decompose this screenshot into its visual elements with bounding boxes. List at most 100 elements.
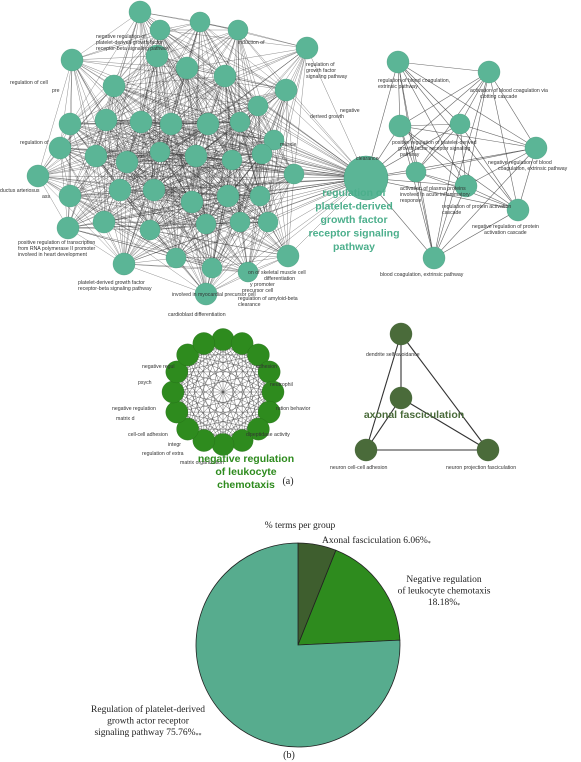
teal-edge	[59, 123, 209, 149]
teal-edge	[103, 221, 213, 269]
teal-edge	[205, 173, 295, 295]
teal-edge	[140, 121, 229, 197]
teal-node-label: involved in heart development	[18, 252, 87, 258]
green-edge	[203, 343, 259, 430]
teal-edge	[239, 153, 263, 223]
teal-edge	[156, 29, 239, 57]
teal-edge	[69, 195, 207, 225]
teal-edge	[123, 195, 229, 265]
teal-node	[48, 136, 72, 160]
panel-b-label: (b)	[283, 750, 295, 761]
teal-node-label: positive regulation of platelet-derived	[392, 140, 477, 146]
pie-label-line: of leukocyte chemotaxis	[398, 586, 491, 597]
coagulation-hub-edge	[365, 177, 519, 211]
teal-hub-label-line: growth factor	[320, 214, 387, 226]
green-node	[176, 343, 199, 367]
teal-edge	[139, 11, 239, 31]
teal-node	[58, 112, 82, 136]
teal-edge	[105, 75, 226, 121]
teal-edge	[170, 29, 239, 125]
teal-edge	[69, 11, 141, 125]
teal-edge	[153, 153, 263, 191]
green-edge	[203, 339, 224, 441]
teal-node	[56, 216, 80, 240]
green-cluster-nodes	[161, 328, 285, 456]
teal-node	[449, 113, 471, 135]
green-node-label: matrix organization	[180, 460, 224, 466]
teal-node-label: induction of	[238, 40, 265, 46]
green-node	[192, 429, 216, 452]
teal-node	[60, 48, 84, 72]
teal-edge	[205, 221, 241, 295]
teal-edge	[37, 175, 125, 265]
green-edge	[187, 354, 270, 413]
green-node-label: ration behavior	[276, 406, 311, 412]
pie-label-line: Negative regulation	[406, 575, 481, 585]
pie-slices	[195, 542, 401, 748]
teal-edge	[37, 175, 151, 231]
coagulation-edge	[488, 71, 519, 211]
green-edge	[203, 343, 274, 393]
teal-hub-edge	[239, 121, 367, 179]
teal-node	[227, 19, 249, 41]
teal-edge	[199, 21, 209, 125]
teal-edge	[119, 159, 233, 191]
teal-edge	[71, 59, 105, 223]
teal-node	[92, 210, 116, 234]
teal-edge	[175, 221, 269, 259]
teal-edge	[237, 29, 275, 141]
green-edge	[187, 343, 205, 430]
teal-edge	[293, 47, 308, 175]
pie-label-significance: *	[457, 603, 460, 609]
teal-edge	[237, 29, 308, 49]
teal-node-label: ductus arteriosus	[0, 188, 40, 194]
teal-edge	[103, 221, 177, 259]
teal-node-label: regulation of	[306, 62, 335, 68]
teal-node-label: negative	[340, 108, 360, 114]
teal-node	[386, 50, 410, 74]
teal-edge	[123, 263, 213, 269]
green-node	[176, 417, 199, 441]
coagulation-edge	[399, 125, 537, 149]
teal-hub-edge	[105, 119, 367, 179]
green-node-label: psych	[138, 380, 152, 386]
pie-labels: Axonal fasciculation 6.06%*Negative regu…	[91, 535, 491, 739]
green-edge	[176, 354, 259, 413]
green-node	[192, 332, 216, 355]
green-node-label: regulation of extra	[142, 451, 184, 457]
teal-node-label: involved in acute inflammatory	[400, 192, 470, 198]
teal-edge	[149, 229, 213, 269]
teal-edge	[170, 89, 287, 125]
teal-edge	[113, 85, 241, 123]
teal-edge	[119, 189, 125, 265]
green-node	[165, 360, 189, 384]
teal-node	[102, 74, 126, 98]
teal-hub-node	[343, 155, 389, 201]
teal-node	[149, 19, 171, 41]
coagulation-hub-edge	[365, 147, 537, 179]
green-edge	[172, 391, 270, 413]
teal-node-label: activation of blood coagulation via	[470, 88, 548, 94]
coagulation-edge	[397, 61, 467, 187]
teal-edge	[267, 47, 308, 223]
teal-node-label: differentiation	[264, 276, 295, 282]
green-node-label: negative regulation	[112, 406, 156, 412]
teal-edge	[59, 59, 73, 149]
teal-edge	[156, 55, 209, 125]
green-node	[161, 380, 185, 404]
panel-a-label: (a)	[282, 476, 293, 487]
teal-node-label: clearance	[356, 156, 379, 162]
teal-edge	[261, 153, 289, 257]
teal-node-label: platelet-derived growth factor	[96, 40, 163, 46]
teal-edge	[149, 195, 261, 231]
green-node-label: negative regul	[142, 364, 175, 370]
teal-node	[247, 95, 269, 117]
teal-node	[108, 178, 132, 202]
dark-node-label: dendrite self-avoidance	[366, 352, 420, 358]
teal-edge	[103, 195, 229, 223]
teal-node	[283, 163, 305, 185]
teal-edge	[140, 67, 188, 123]
teal-edge	[67, 123, 172, 229]
